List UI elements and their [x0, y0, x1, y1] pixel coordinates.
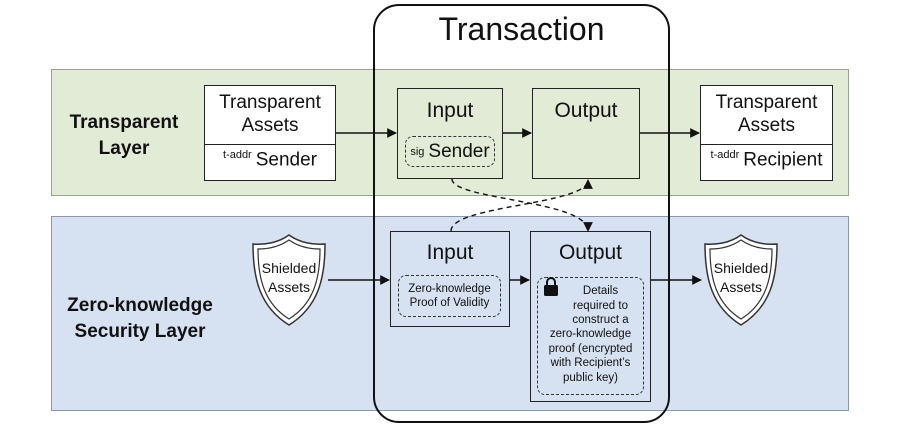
sig-label: Sender	[428, 140, 490, 162]
details-line: public key)	[563, 371, 618, 384]
right-shield-line1: Shielded	[713, 260, 769, 276]
recipient-addr-label: Recipient	[743, 149, 823, 171]
zk-output-label: Output	[558, 241, 623, 264]
sender-addr-label: Sender	[255, 149, 318, 171]
sender-divider	[205, 144, 335, 145]
recipient-title-line1: Transparent	[715, 92, 818, 113]
transparent-output-box: Output	[532, 88, 640, 179]
right-shield-label: Shielded Assets	[702, 259, 780, 297]
transparent-input-label: Input	[426, 99, 474, 122]
transparent-layer-title: Transparent Layer	[58, 110, 190, 162]
zk-layer-title: Zero-knowledge Security Layer	[56, 293, 224, 345]
left-shield-label: Shielded Assets	[250, 259, 328, 297]
left-shield-line1: Shielded	[261, 260, 317, 276]
zk-details-text: Details required to construct a	[560, 284, 641, 328]
transparent-layer-title-line2: Layer	[98, 138, 150, 159]
recipient-addr-tag: t-addr	[710, 149, 740, 161]
details-line: zero-knowledge	[549, 328, 632, 340]
zk-details-text-lower: zero-knowledge proof (encrypted with Rec…	[538, 327, 643, 385]
sender-title-line1: Transparent	[219, 92, 321, 113]
sig-tag: sig	[410, 145, 425, 158]
zk-proof-line2: Proof of Validity	[409, 297, 490, 309]
lock-icon	[544, 277, 558, 296]
left-shield-line2: Assets	[267, 279, 310, 295]
right-shield-icon	[704, 234, 778, 326]
zk-output-box: Output Details required to construct a z…	[530, 231, 651, 402]
details-line: Details	[582, 285, 619, 297]
zk-layer-title-line1: Zero-knowledge	[67, 295, 213, 316]
transparent-layer-title-line1: Transparent	[69, 112, 179, 133]
recipient-divider	[701, 144, 832, 145]
recipient-title-line2: Assets	[737, 115, 796, 136]
left-shield-icon	[252, 234, 326, 326]
zk-proof-box: Zero-knowledge Proof of Validity	[398, 275, 501, 317]
zk-proof-line1: Zero-knowledge	[408, 282, 491, 295]
details-line: required to	[573, 299, 628, 312]
transparent-output-label: Output	[554, 99, 618, 122]
details-line: proof (encrypted	[548, 342, 633, 355]
zk-details-box: Details required to construct a zero-kno…	[537, 277, 644, 395]
zk-layer-title-line2: Security Layer	[74, 321, 206, 342]
transaction-frame	[373, 4, 670, 423]
details-line: construct a	[572, 314, 629, 326]
details-line: with Recipient’s	[550, 357, 631, 369]
zk-input-label: Input	[426, 241, 474, 264]
right-shield-line2: Assets	[719, 279, 762, 295]
transaction-title: Transaction	[438, 11, 605, 47]
zk-input-box: Input Zero-knowledge Proof of Validity	[390, 231, 510, 327]
sender-title-line2: Assets	[241, 115, 299, 136]
dashed-arrow-input-to-zk-output	[451, 178, 593, 232]
sender-addr-tag: t-addr	[222, 149, 252, 161]
dashed-arrow-zk-input-to-output	[450, 179, 593, 232]
